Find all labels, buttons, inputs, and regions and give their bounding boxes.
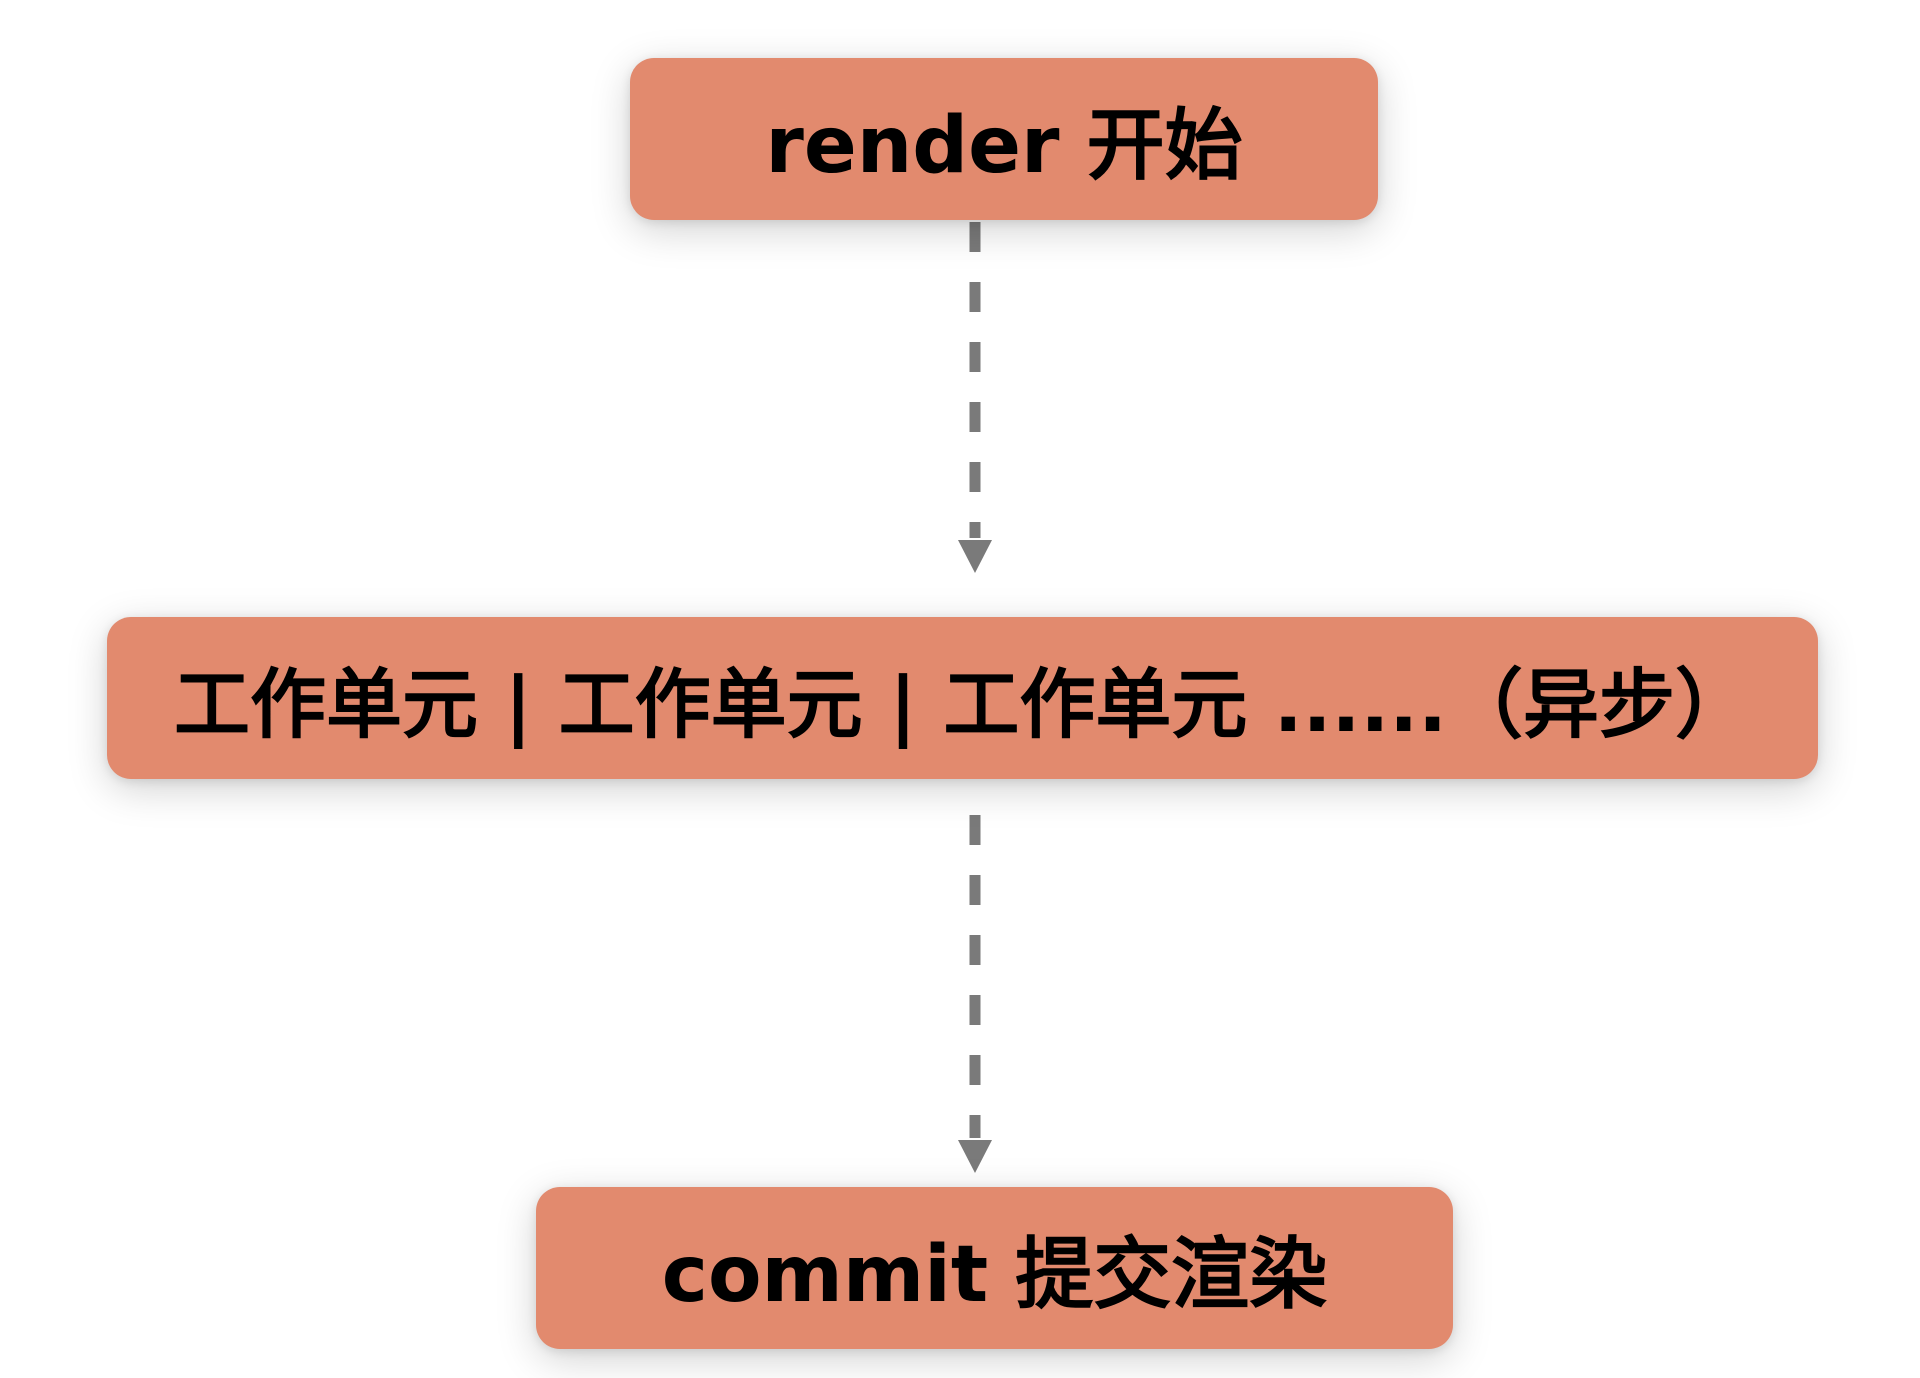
edge-render-to-work-arrowhead	[958, 540, 992, 573]
node-commit-render-label: commit 提交渲染	[661, 1230, 1328, 1320]
node-render-start: render 开始	[630, 58, 1378, 220]
edge-work-to-commit-arrowhead	[958, 1140, 992, 1173]
edge-render-to-work	[958, 222, 992, 573]
edge-work-to-commit	[958, 815, 992, 1173]
node-work-units-label: 工作单元 | 工作单元 | 工作单元 ......（异步）	[173, 660, 1752, 749]
node-commit-render: commit 提交渲染	[536, 1187, 1453, 1349]
node-render-start-label: render 开始	[765, 101, 1243, 191]
node-work-units: 工作单元 | 工作单元 | 工作单元 ......（异步）	[107, 617, 1818, 779]
